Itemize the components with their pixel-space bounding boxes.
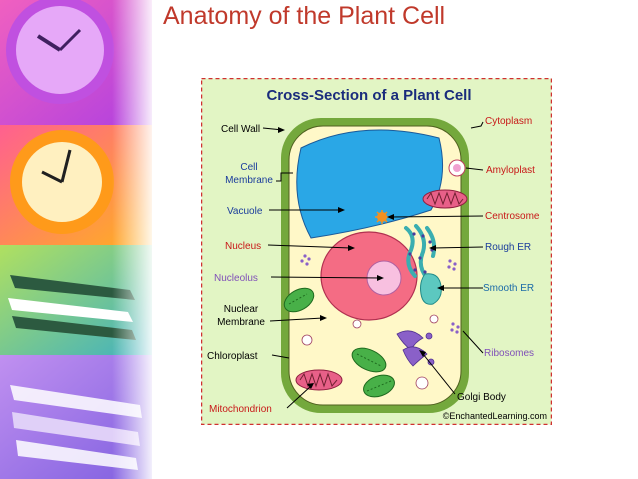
label-cell-membrane: Membrane [225, 175, 273, 186]
label-nuclear: Nuclear [224, 304, 259, 315]
slide-title: Anatomy of the Plant Cell [163, 2, 446, 30]
books-icon [10, 385, 142, 470]
label-smooth-er: Smooth ER [483, 283, 534, 294]
rough-er-shape [404, 224, 437, 280]
ribosomes-shape [300, 254, 460, 334]
label-cell-wall: Cell Wall [221, 124, 260, 135]
plant-cell-diagram: Cross-Section of a Plant Cell [201, 78, 552, 425]
mitochondrion-shape [295, 369, 343, 391]
label-nucleus: Nucleus [225, 241, 261, 252]
label-mitochondrion: Mitochondrion [209, 404, 272, 415]
books-icon [8, 275, 136, 340]
label-rough-er: Rough ER [485, 242, 531, 253]
decorative-sidebar-image [0, 0, 152, 479]
smooth-er-shape [420, 273, 442, 305]
vacuole-shape [296, 129, 444, 239]
chloroplast-shape [283, 287, 315, 313]
label-amyloplast: Amyloplast [486, 165, 535, 176]
label-vacuole: Vacuole [227, 206, 263, 217]
label-nuclear-membrane: Membrane [217, 317, 265, 328]
label-golgi-body: Golgi Body [457, 392, 506, 403]
diagram-title: Cross-Section of a Plant Cell [266, 87, 471, 104]
centrosome-shape [375, 210, 389, 224]
credit-text: ©EnchantedLearning.com [443, 411, 547, 421]
chloroplast-shape [351, 347, 387, 373]
label-nucleolus: Nucleolus [214, 273, 258, 284]
label-chloroplast: Chloroplast [207, 351, 258, 362]
mitochondrion-shape [422, 189, 468, 209]
label-ribosomes: Ribosomes [484, 348, 534, 359]
chloroplast-shape [363, 374, 395, 398]
label-cell: Cell [240, 162, 257, 173]
label-centrosome: Centrosome [485, 211, 540, 222]
label-cytoplasm: Cytoplasm [485, 116, 532, 127]
